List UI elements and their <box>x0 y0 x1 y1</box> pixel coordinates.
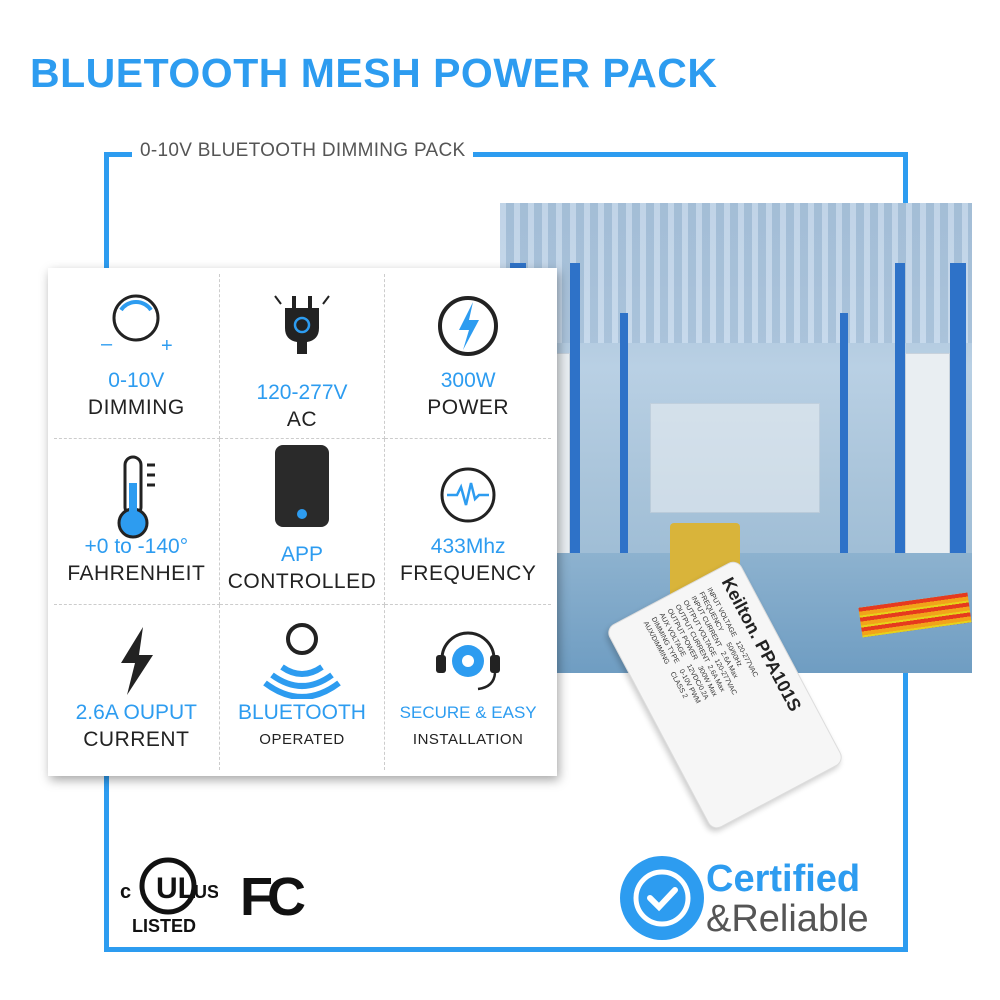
gear-headset-icon <box>436 631 501 690</box>
feature-temperature: +0 to -140° FAHRENHEIT <box>54 439 220 605</box>
frequency-wave-icon <box>440 467 496 523</box>
svg-text:+: + <box>161 335 173 357</box>
feature-label: DIMMING <box>87 396 185 420</box>
svg-text:US: US <box>194 882 218 902</box>
feature-voltage: 120-277V AC <box>219 274 386 440</box>
feature-label: OPERATED <box>259 730 345 748</box>
feature-bluetooth: BLUETOOTH OPERATED <box>220 604 386 770</box>
feature-installation: SECURE & EASY INSTALLATION <box>385 605 551 770</box>
thermometer-icon <box>117 455 156 539</box>
feature-value: 120-277V <box>256 381 348 405</box>
feature-label: POWER <box>427 396 510 420</box>
svg-text:LISTED: LISTED <box>132 916 196 936</box>
power-plug-icon <box>274 295 330 354</box>
feature-power: 300W POWER <box>385 274 551 440</box>
certified-text: Certified <box>706 858 861 900</box>
fcc-logo: FC <box>240 867 306 927</box>
page-title: BLUETOOTH MESH POWER PACK <box>30 50 718 96</box>
feature-value: 2.6A OUPUT <box>75 700 198 724</box>
feature-dimming: –+ 0-10V DIMMING <box>54 274 220 440</box>
feature-frequency: 433Mhz FREQUENCY <box>385 439 551 605</box>
lightning-circle-icon <box>438 296 499 356</box>
feature-value: APP <box>280 542 323 566</box>
dimmer-knob-icon: –+ <box>101 294 173 357</box>
svg-text:–: – <box>101 333 113 355</box>
svg-text:c: c <box>120 881 131 903</box>
feature-label: CURRENT <box>83 727 190 751</box>
frame-label: 0-10V BLUETOOTH DIMMING PACK <box>132 140 474 162</box>
feature-card: –+ 0-10V DIMMING 120-277V AC 300W POWER … <box>48 268 557 776</box>
check-circle-icon <box>620 856 704 940</box>
smartphone-icon <box>274 445 329 528</box>
feature-value: BLUETOOTH <box>238 700 366 724</box>
feature-label: CONTROLLED <box>227 569 377 593</box>
feature-current: 2.6A OUPUT CURRENT <box>54 604 220 770</box>
feature-value: SECURE & EASY <box>399 702 537 722</box>
bluetooth-signal-icon <box>263 622 341 699</box>
feature-value: +0 to -140° <box>84 534 189 558</box>
feature-value: 300W <box>440 369 496 393</box>
feature-label: INSTALLATION <box>412 730 524 748</box>
svg-text:UL: UL <box>156 872 196 905</box>
ul-listed-logo: UL c US LISTED <box>120 857 218 936</box>
feature-label: FAHRENHEIT <box>67 561 206 585</box>
feature-label: FREQUENCY <box>399 561 537 585</box>
feature-value: 433Mhz <box>430 534 506 558</box>
feature-value: 0-10V <box>108 369 165 393</box>
reliable-text: &Reliable <box>706 898 869 940</box>
lightning-bolt-icon <box>121 626 154 695</box>
feature-app: APP CONTROLLED <box>219 439 386 605</box>
feature-label: AC <box>286 408 318 432</box>
